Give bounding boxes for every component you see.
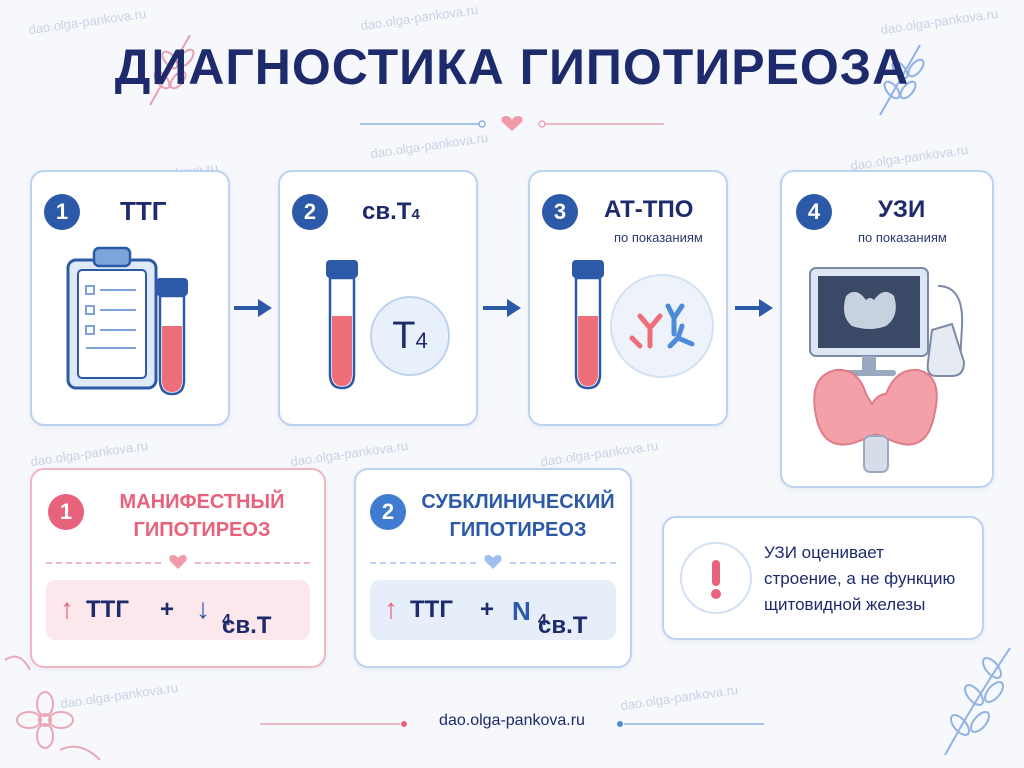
step-title: УЗИ [878, 196, 926, 223]
t4-badge-main: Т [392, 315, 416, 357]
diagnosis-number-badge: 1 [48, 494, 84, 530]
page-title: ДИАГНОСТИКА ГИПОТИРЕОЗА [114, 39, 910, 95]
leaf-decoration-icon [944, 647, 1011, 756]
formula-term-main: св.Т [538, 612, 588, 639]
step-subtitle: по показаниям [858, 230, 947, 245]
heart-icon [169, 555, 187, 569]
diagnosis-title-line: МАНИФЕСТНЫЙ [119, 491, 285, 513]
leaf-decoration-icon [879, 44, 925, 116]
diagnosis-title-line: ГИПОТИРЕОЗ [449, 519, 587, 541]
step-title-main: св.Т [362, 198, 412, 225]
footer-divider-icon [260, 721, 764, 727]
step-title: ТТГ [120, 196, 167, 226]
arrow-down-icon: ↓ [196, 593, 210, 624]
divider [510, 562, 616, 564]
step-title: св.Т4 [362, 198, 420, 226]
test-tube-icon [156, 278, 188, 396]
leaf-decoration-icon [149, 34, 195, 106]
formula-term-main: св.Т [222, 612, 272, 639]
clipboard-icon [66, 246, 158, 390]
arrow-right-icon [483, 299, 521, 317]
step-title: АТ-ТПО [604, 196, 694, 223]
formula-term: ТТГ [410, 596, 453, 623]
divider [370, 562, 476, 564]
arrow-right-icon [735, 299, 773, 317]
diagnosis-title-line: ГИПОТИРЕОЗ [133, 519, 271, 541]
step-title-subscript: 4 [411, 206, 420, 223]
footer-url: dao.olga-pankova.ru [439, 712, 585, 729]
test-tube-icon [326, 260, 358, 390]
diagnosis-title: СУБКЛИНИЧЕСКИЙ ГИПОТИРЕОЗ [418, 488, 618, 544]
step-subtitle: по показаниям [614, 230, 703, 245]
diagnosis-number-badge: 2 [370, 494, 406, 530]
step-card-tpo-antibodies: 3 АТ-ТПО по показаниям [528, 170, 728, 426]
note-line: строение, а не функцию [764, 569, 956, 588]
divider [46, 562, 161, 564]
flower-decoration-icon [4, 655, 101, 761]
divider [195, 562, 310, 564]
diagnosis-card-subclinical: 2 СУБКЛИНИЧЕСКИЙ ГИПОТИРЕОЗ ↑ ТТГ + N св… [354, 468, 632, 668]
watermark: dao.olga-pankova.ru [619, 681, 739, 714]
step-card-ultrasound: 4 УЗИ по показаниям [780, 170, 994, 488]
watermark: dao.olga-pankova.ru [879, 5, 999, 38]
formula-term-subscript: 4 [222, 612, 231, 629]
heart-divider-icon [360, 116, 664, 131]
antibody-icon [610, 274, 714, 378]
step-number-badge: 3 [542, 194, 578, 230]
heart-icon [484, 555, 502, 569]
step-number-badge: 4 [796, 194, 832, 230]
diagnosis-title-line: СУБКЛИНИЧЕСКИЙ [421, 491, 615, 513]
watermark: dao.olga-pankova.ru [29, 437, 149, 470]
step-card-free-t4: 2 св.Т4 Т4 [278, 170, 478, 426]
step-number-badge: 1 [44, 194, 80, 230]
arrow-up-icon: ↑ [60, 593, 74, 624]
step-card-tsh: 1 ТТГ [30, 170, 230, 426]
step-number-badge: 2 [292, 194, 328, 230]
note-card: УЗИ оценивает строение, а не функцию щит… [662, 516, 984, 640]
normal-n-icon: N [512, 596, 531, 626]
exclamation-icon [680, 542, 752, 614]
formula-plus: + [160, 596, 175, 623]
watermark: dao.olga-pankova.ru [849, 141, 969, 174]
arrow-up-icon: ↑ [384, 593, 398, 624]
watermark: dao.olga-pankova.ru [539, 437, 659, 470]
watermark: dao.olga-pankova.ru [289, 437, 409, 470]
formula-plus: + [480, 596, 495, 623]
note-text: УЗИ оценивает строение, а не функцию щит… [764, 540, 955, 618]
watermark: dao.olga-pankova.ru [359, 1, 479, 34]
t4-badge: Т4 [370, 296, 450, 376]
note-line: УЗИ оценивает [764, 543, 884, 562]
note-line: щитовидной железы [764, 595, 926, 614]
watermark: dao.olga-pankova.ru [27, 5, 147, 38]
test-tube-icon [572, 260, 604, 390]
formula-term: ТТГ [86, 596, 129, 623]
arrow-right-icon [234, 299, 272, 317]
formula-term-subscript: 4 [538, 612, 547, 629]
t4-badge-subscript: 4 [415, 328, 428, 353]
ultrasound-monitor-icon [809, 267, 966, 473]
diagnosis-title: МАНИФЕСТНЫЙ ГИПОТИРЕОЗ [102, 488, 302, 544]
